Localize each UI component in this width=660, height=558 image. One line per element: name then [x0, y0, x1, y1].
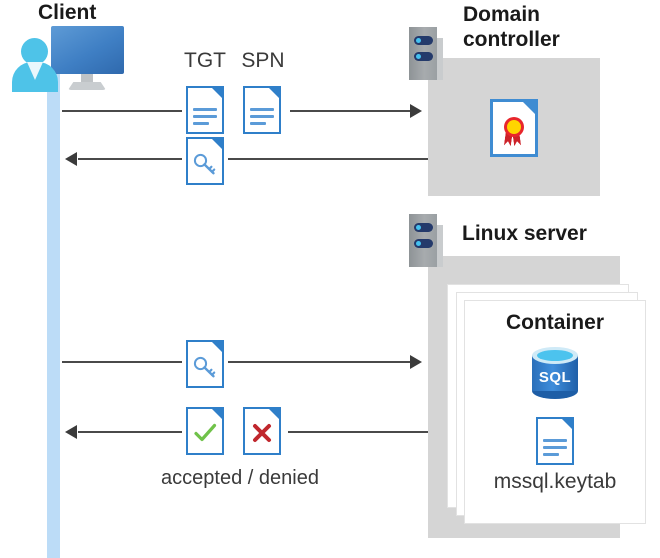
linux-server-server-rack-icon — [409, 214, 443, 267]
client-actor: Client — [12, 0, 142, 95]
close-icon — [253, 424, 271, 442]
message-1-arrowhead — [410, 104, 422, 118]
spn-document-icon — [243, 86, 281, 134]
client-label: Client — [38, 1, 97, 24]
message-4-arrowhead — [65, 425, 77, 439]
spn-label: SPN — [241, 49, 285, 72]
message-3-line-left — [62, 361, 182, 363]
key-document-icon-inbound — [186, 137, 224, 185]
client-lifeline — [47, 70, 60, 558]
message-1-line-left — [62, 110, 182, 112]
domain-controller-label: Domain controller — [463, 2, 653, 52]
check-icon — [194, 423, 217, 442]
domain-controller-label-line1: Domain — [463, 3, 541, 26]
message-4-line-left — [78, 431, 182, 433]
accepted-denied-label: accepted / denied — [161, 467, 319, 489]
message-3-arrowhead — [410, 355, 422, 369]
sql-database-icon: SQL — [532, 347, 578, 401]
message-2-line-left — [78, 158, 182, 160]
tgt-label: TGT — [184, 49, 226, 72]
tgt-document-icon — [186, 86, 224, 134]
domain-controller-label-line2: controller — [463, 28, 560, 51]
check-document-icon — [186, 407, 224, 455]
message-2-line-right — [228, 158, 428, 160]
x-document-icon — [243, 407, 281, 455]
keytab-document-icon — [536, 417, 574, 465]
message-3-line-right — [228, 361, 412, 363]
keytab-label: mssql.keytab — [493, 470, 617, 493]
container-title: Container — [505, 311, 604, 334]
key-document-icon-outbound — [186, 340, 224, 388]
message-1-line-right — [290, 110, 412, 112]
domain-controller-server-rack-icon — [409, 27, 443, 80]
message-4-line-right — [288, 431, 428, 433]
container-card-front[interactable]: Container SQL mssql.keytab — [464, 300, 646, 524]
sql-icon-label: SQL — [538, 369, 572, 386]
message-2-arrowhead — [65, 152, 77, 166]
linux-server-label: Linux server — [462, 222, 587, 245]
key-icon — [193, 356, 216, 378]
certificate-icon — [490, 99, 538, 157]
client-user-monitor-icon — [12, 24, 130, 92]
key-icon — [193, 153, 216, 175]
